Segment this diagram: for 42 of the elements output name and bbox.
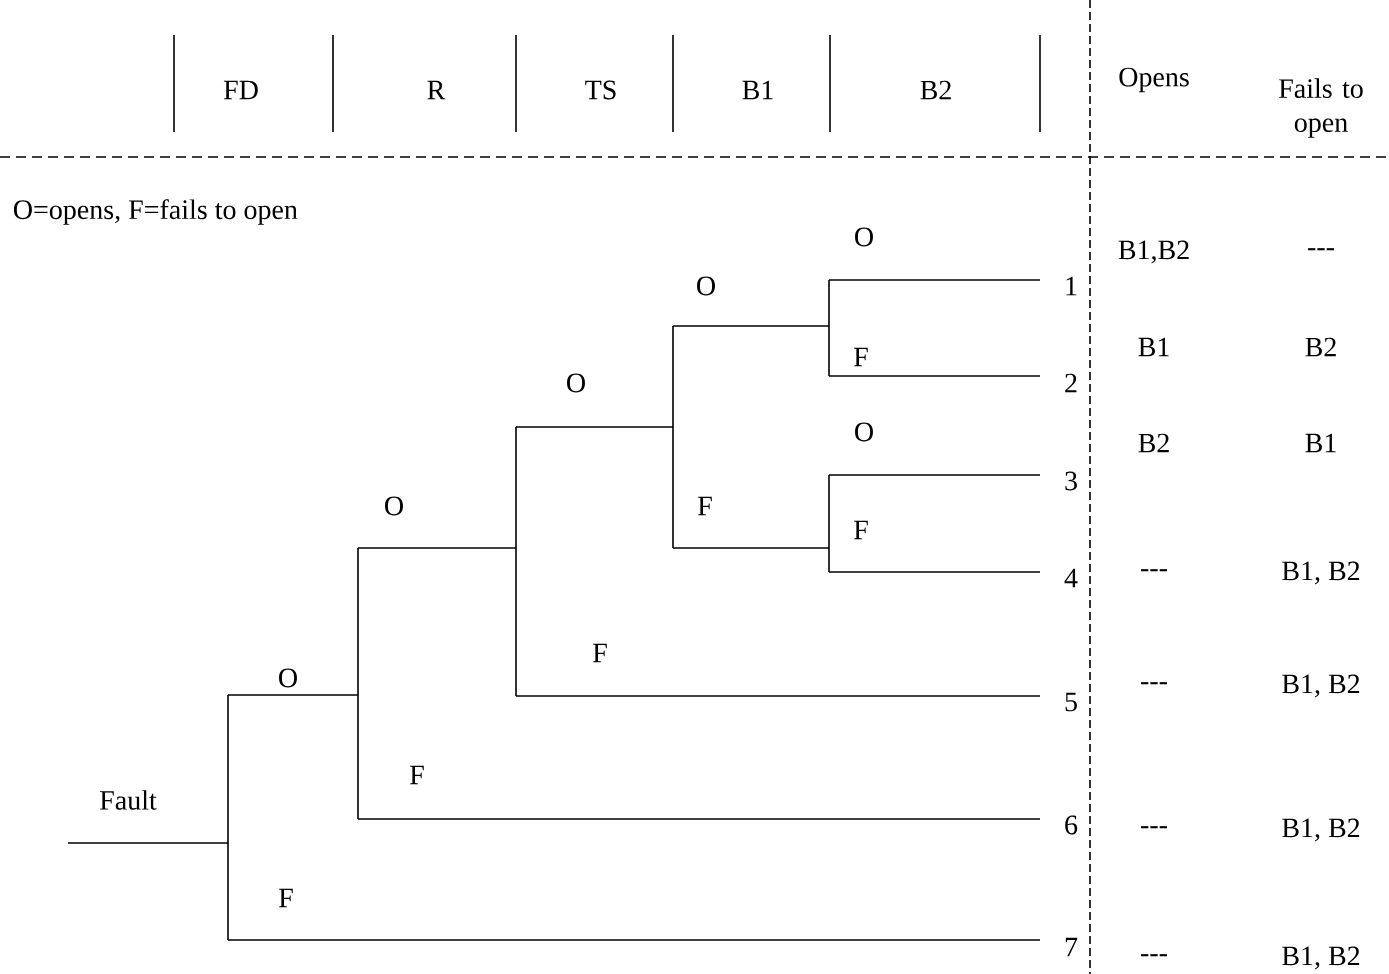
branch-label: F — [698, 496, 712, 516]
column-heading: R — [427, 80, 446, 100]
outcome-number: 7 — [1065, 937, 1078, 957]
outcome-number: 4 — [1064, 568, 1078, 588]
column-heading: TS — [585, 80, 616, 100]
column-heading: B2 — [920, 80, 951, 100]
table-cell: B2 — [1138, 433, 1169, 453]
legend-note: O=opens, F=fails to open — [13, 199, 298, 225]
table-cell: B1, B2 — [1282, 946, 1360, 970]
outcome-number: 2 — [1065, 373, 1077, 393]
table-cell: B1, B2 — [1282, 674, 1360, 698]
branch-label: O — [855, 227, 873, 247]
table-cell: --- — [1141, 569, 1167, 572]
table-cell: B1, B2 — [1282, 561, 1360, 585]
branch-label: O — [279, 668, 297, 688]
column-heading: Opens — [1119, 67, 1189, 93]
column-heading: B1 — [742, 80, 773, 100]
branch-label: O — [567, 373, 585, 393]
column-heading: FD — [223, 80, 258, 100]
outcome-number: 1 — [1066, 276, 1077, 296]
branch-label: F — [593, 643, 607, 663]
event-label: Fault — [100, 790, 157, 810]
outcome-number: 3 — [1065, 471, 1077, 491]
table-cell: --- — [1308, 248, 1334, 251]
branch-label: O — [855, 422, 873, 442]
branch-label: F — [410, 765, 424, 785]
table-cell: B1,B2 — [1118, 240, 1189, 264]
table-cell: B1 — [1138, 337, 1169, 357]
table-cell: B1, B2 — [1282, 818, 1360, 842]
branch-label: O — [697, 276, 715, 296]
branch-label: F — [854, 520, 868, 540]
table-cell: --- — [1141, 682, 1167, 685]
branch-label: F — [279, 888, 293, 908]
column-heading: Fails to open — [1279, 78, 1363, 138]
table-cell: --- — [1141, 954, 1167, 957]
table-cell: B2 — [1305, 337, 1336, 357]
outcome-number: 5 — [1065, 692, 1077, 712]
table-cell: --- — [1141, 826, 1167, 829]
branch-label: O — [385, 496, 403, 516]
branch-label: F — [854, 347, 868, 367]
table-cell: B1 — [1305, 433, 1336, 453]
outcome-number: 6 — [1065, 815, 1078, 835]
